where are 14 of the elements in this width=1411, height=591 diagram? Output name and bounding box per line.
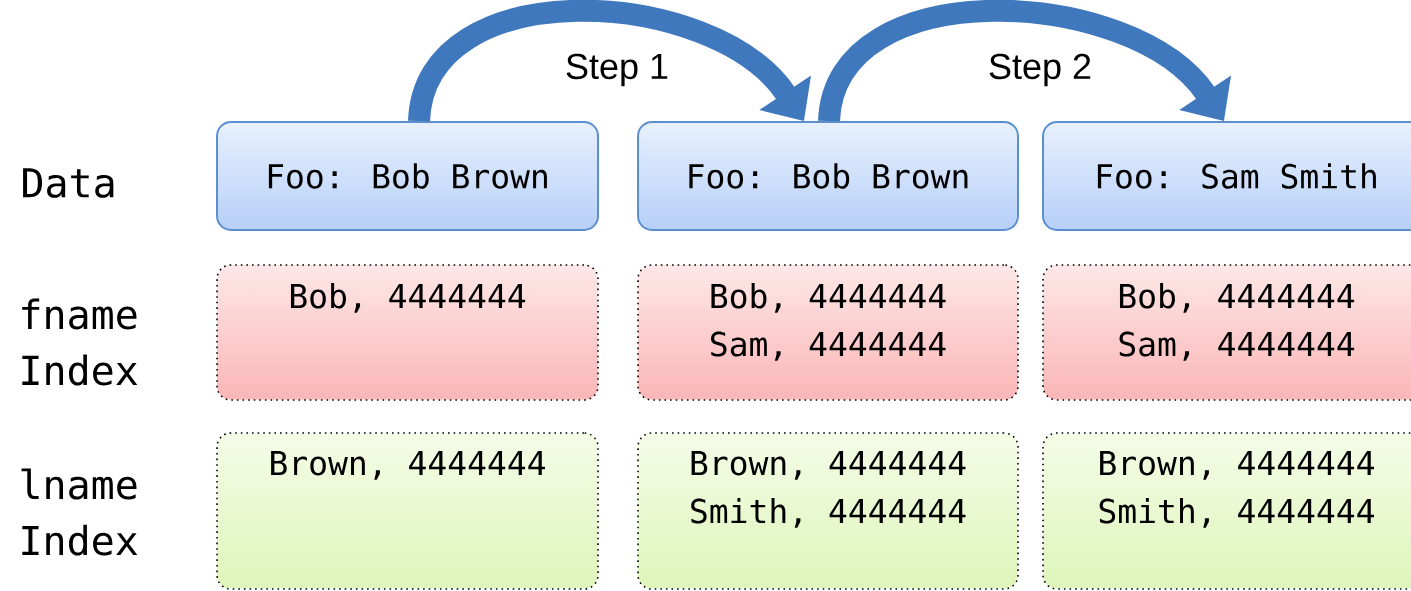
row-label: lname Index <box>21 468 138 556</box>
record-box: Brown, 4444444 Smith, 4444444 <box>637 432 1019 590</box>
record-box: Bob, 4444444 Sam, 4444444 <box>1042 264 1411 401</box>
record-box: Foo: Bob Brown <box>637 121 1019 231</box>
row-label: Data <box>23 168 114 198</box>
edge-label: Step 1 <box>561 49 674 91</box>
record-box: Brown, 4444444 <box>216 432 599 590</box>
record-box: Bob, 4444444 Sam, 4444444 <box>637 264 1019 401</box>
row-label: fname Index <box>22 298 138 386</box>
record-box: Brown, 4444444 Smith, 4444444 <box>1042 432 1411 590</box>
record-box: Foo: Bob Brown <box>216 121 599 231</box>
record-box: Foo: Sam Smith <box>1042 121 1411 231</box>
edge-label: Step 2 <box>983 49 1097 91</box>
record-box: Bob, 4444444 <box>216 264 599 401</box>
